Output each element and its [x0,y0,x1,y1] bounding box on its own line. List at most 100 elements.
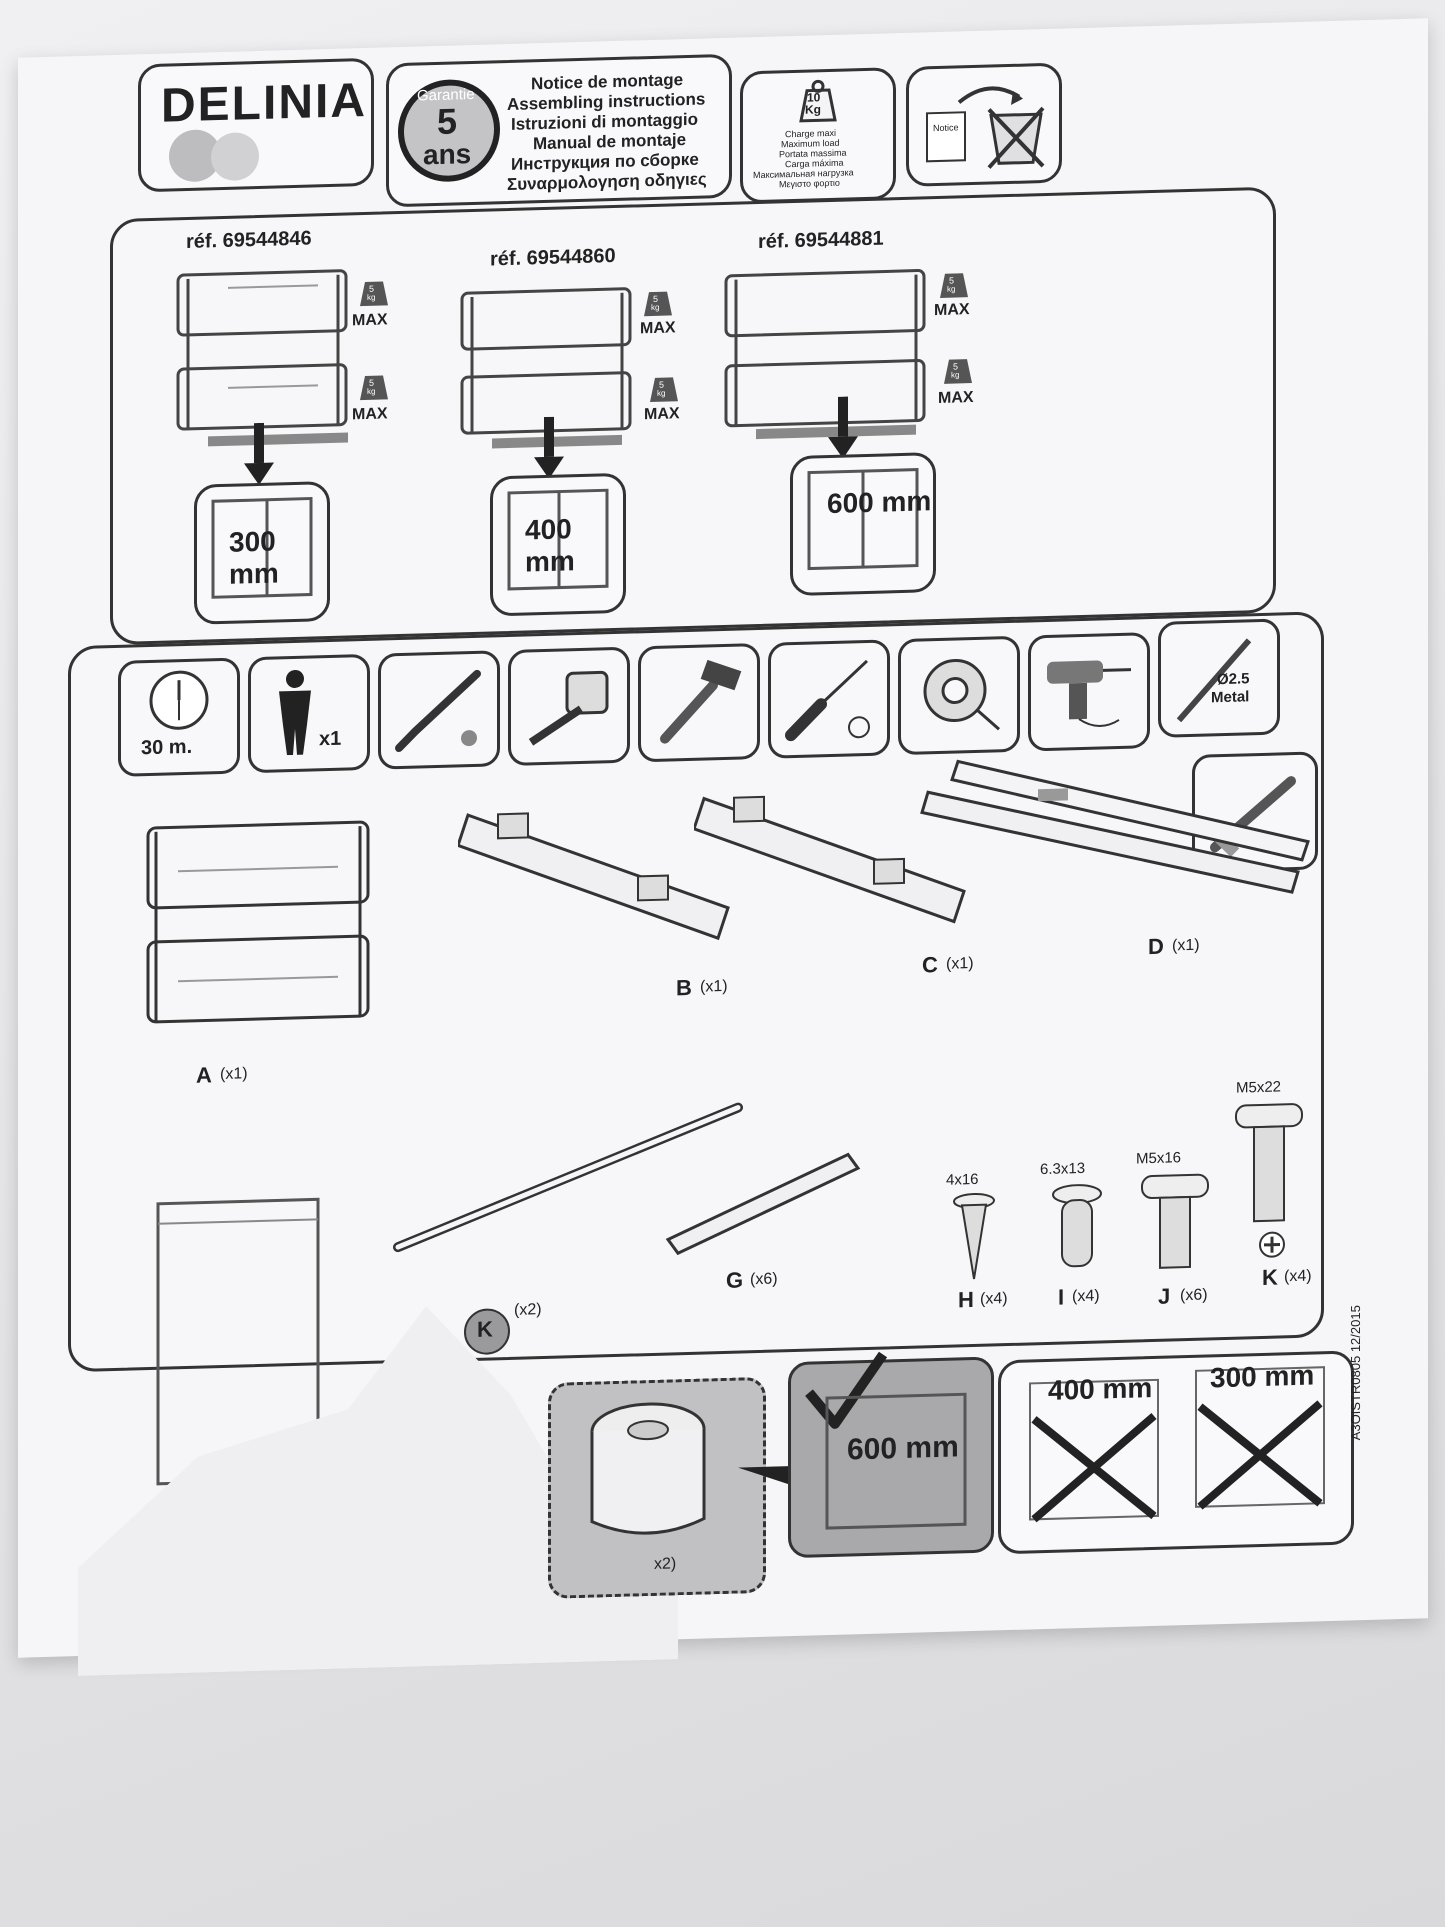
part-h-size: 4x16 [946,1170,979,1189]
load-unit: Kg [805,102,821,117]
notice-recycle-icon [926,86,1045,169]
compat-ok-width: 600 mm [847,1430,959,1467]
tool-tape-measure [508,646,630,767]
compat-no-400-width: 400 mm [1048,1372,1153,1406]
part-j-size: M5x16 [1136,1149,1182,1168]
product-3-upper-weight-icon [940,273,968,298]
product-3-basket-illustration [724,269,926,440]
tool-drill-bit: Ø2.5 Metal [1158,618,1280,738]
product-3-cabinet: 600 mm [790,452,936,597]
product-3-ref: réf. 69544881 [758,227,884,254]
tool-time: 30 m. [118,657,240,777]
product-2-ref: réf. 69544860 [490,244,616,271]
part-k-qty: (x4) [1284,1267,1312,1286]
load-label-el: Μεγιστο φορτιο [779,177,840,190]
part-g-bar-illustration [665,1152,861,1256]
product-3-lower-max: MAX [938,389,974,407]
product-1-cabinet-icon [211,496,313,599]
tool-time-label: 30 m. [141,735,193,760]
product-2-width: 400 mm [525,513,575,578]
product-2-upper-max: MAX [640,319,676,338]
compat-no-400: 400 mm [1014,1365,1174,1535]
product-1-width: 300 mm [229,525,279,590]
compat-no-400-cabinet-icon [1029,1378,1159,1523]
product-2-upper-kg-unit: kg [651,302,660,313]
compat-ok-panel: 600 mm [788,1351,994,1559]
template-roll-icon [590,1402,706,1535]
part-d-qty: (x1) [1172,936,1200,955]
pointer-arrow-icon [738,1466,794,1487]
part-h-letter: H [958,1286,974,1313]
part-rod-illustration [393,1102,743,1253]
adhesive-tape-icon [923,659,1001,731]
product-1-upper-max: MAX [352,311,388,330]
compat-no-300-width: 300 mm [1210,1359,1315,1394]
part-b-letter: B [676,974,692,1001]
product-3-lower-kg-unit: kg [951,370,960,380]
checkmark-icon [805,1351,888,1429]
product-1-arrow-down-icon [244,422,274,485]
template-roll-qty: x2) [654,1555,677,1573]
product-3-lower-weight-icon [944,359,972,384]
product-1-upper-weight-icon [360,281,388,307]
part-j-qty: (x6) [1180,1286,1208,1305]
part-k-size: M5x22 [1236,1078,1282,1097]
product-2-cabinet: 400 mm [490,472,626,617]
tool-drill-bit-material: Metal [1211,688,1250,707]
hammer-icon [660,659,742,744]
product-1-lower-kg-unit: kg [367,386,376,396]
guarantee-badge [398,79,500,182]
product-2-lower-kg-unit: kg [657,388,666,398]
part-j-bolt-icon [1141,1173,1209,1269]
tool-hammer [638,642,760,763]
guarantee-years: 5 [437,100,458,142]
document-code: A3OISTR0805 12/2015 [1348,1304,1363,1441]
part-i-screw-icon [1052,1184,1102,1268]
compat-no-300: 300 mm [1180,1353,1340,1523]
product-1-ref: réf. 69544846 [186,227,312,253]
part-g-qty: (x6) [750,1270,778,1289]
screwdriver-icon [785,659,870,742]
product-1-lower-weight-icon [360,375,388,401]
part-c-letter: C [922,951,938,978]
part-g-letter: G [726,1267,744,1293]
brand-name: DELINIA [161,73,367,133]
part-i-qty: (x4) [1072,1287,1100,1306]
tool-awl [378,650,500,770]
title-box: Garantie 5 ans Notice de montage Assembl… [386,53,732,208]
torn-k-qty: (x2) [514,1301,542,1319]
part-a-qty: (x1) [220,1065,248,1084]
product-3-arrow-down-icon [828,396,858,459]
part-j-letter: J [1158,1283,1171,1309]
notice-label: Notice [933,122,959,134]
tape-measure-icon [528,670,609,746]
tool-screwdriver [768,639,890,759]
title-el: Συναρμολογηση οδηγιες [507,169,707,195]
brand-box: DELINIA [138,57,374,193]
product-1-basket-illustration [176,269,348,447]
compat-ok-cabinet-icon [825,1392,967,1530]
product-3-upper-max: MAX [934,301,970,320]
weight-icon [799,79,837,123]
drill-bit-icon [1176,638,1252,723]
product-1-cabinet: 300 mm [194,480,330,625]
product-1-lower-max: MAX [352,405,388,424]
part-k-bolt-icon [1235,1103,1303,1223]
product-2-lower-weight-icon [650,377,678,403]
part-c-qty: (x1) [946,955,974,973]
product-2-basket-illustration [460,287,632,449]
product-3-upper-kg-unit: kg [947,284,956,294]
tool-drill [1028,632,1150,752]
part-h-qty: (x4) [980,1290,1008,1308]
awl-icon [395,669,481,753]
guarantee-unit: ans [423,138,472,171]
drill-icon [1047,660,1131,727]
part-a-basket-illustration [146,820,370,1024]
clock-icon [149,670,209,730]
product-3-cabinet-icon [807,468,919,571]
part-k-phillips-icon [1259,1231,1285,1258]
torn-k-badge [464,1308,510,1355]
tools-row: 30 m. x1 Ø2.5 Metal [118,618,1280,781]
tool-persons: x1 [248,653,370,774]
notice-box: Notice [906,62,1062,187]
